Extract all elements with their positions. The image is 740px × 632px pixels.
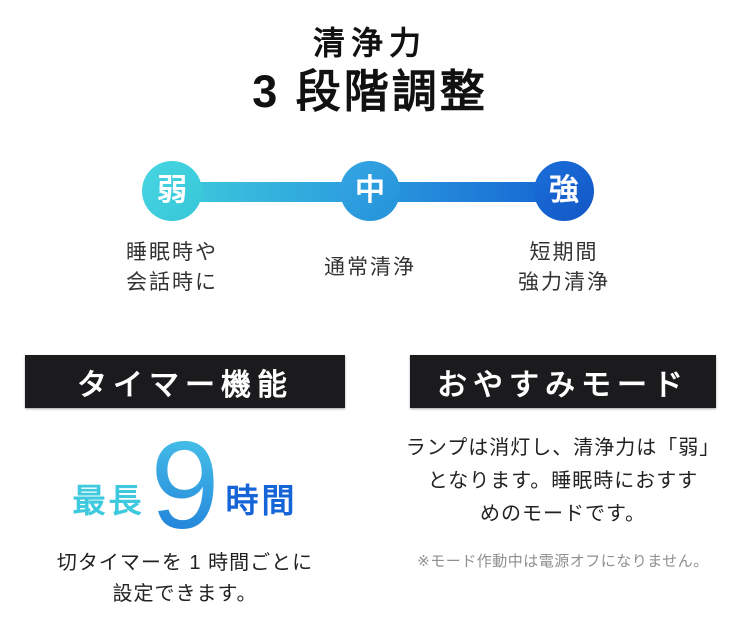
timer-card-title: タイマー機能 xyxy=(77,368,293,402)
level-weak-circle: 弱 xyxy=(142,161,202,221)
sleep-desc-line1: ランプは消灯し、清浄力は「弱」 xyxy=(405,437,721,459)
sleep-card-title: おやすみモード xyxy=(437,368,689,402)
level-mid-circle: 中 xyxy=(340,161,400,221)
level-weak-desc-line2: 会話時に xyxy=(126,271,218,294)
timer-desc-line1: 切タイマーを 1 時間ごとに xyxy=(56,552,314,574)
sleep-mode-note: ※モード作動中は電源オフになりません。 xyxy=(417,553,709,570)
level-mid-label: 中 xyxy=(355,174,385,207)
page-title: 清浄力 xyxy=(312,25,427,61)
timer-description: 切タイマーを 1 時間ごとに 設定できます。 xyxy=(0,548,370,610)
sleep-desc-line3: めのモードです。 xyxy=(480,503,646,525)
sleep-description: ランプは消灯し、清浄力は「弱」 となります。睡眠時におすす めのモードです。 xyxy=(400,432,726,531)
level-mid-description: 通常清浄 xyxy=(280,238,460,283)
level-weak-desc-line1: 睡眠時や xyxy=(126,241,218,264)
timer-card-header: タイマー機能 xyxy=(25,355,345,408)
level-weak-label: 弱 xyxy=(157,174,187,207)
timer-hours-row: 最長 9 時間 xyxy=(0,412,370,548)
level-strong-circle: 強 xyxy=(534,161,594,221)
page-subtitle: 3 段階調整 xyxy=(252,66,488,118)
level-mid-desc-line1: 通常清浄 xyxy=(324,256,416,279)
level-strong-label: 強 xyxy=(549,174,579,207)
timer-max-label: 最長 xyxy=(72,482,145,519)
timer-desc-line2: 設定できます。 xyxy=(112,583,258,605)
level-weak-description: 睡眠時や 会話時に xyxy=(82,238,262,298)
timer-hours-value: 9 xyxy=(150,417,220,555)
sleep-desc-line2: となります。睡眠時におすす xyxy=(427,470,699,492)
level-strong-desc-line2: 強力清浄 xyxy=(518,271,610,294)
level-strong-desc-line1: 短期間 xyxy=(529,241,599,264)
title-block: 清浄力 3 段階調整 xyxy=(0,24,740,121)
level-strong-description: 短期間 強力清浄 xyxy=(474,238,654,298)
sleep-card-header: おやすみモード xyxy=(410,355,716,408)
timer-hours-unit: 時間 xyxy=(225,482,298,519)
